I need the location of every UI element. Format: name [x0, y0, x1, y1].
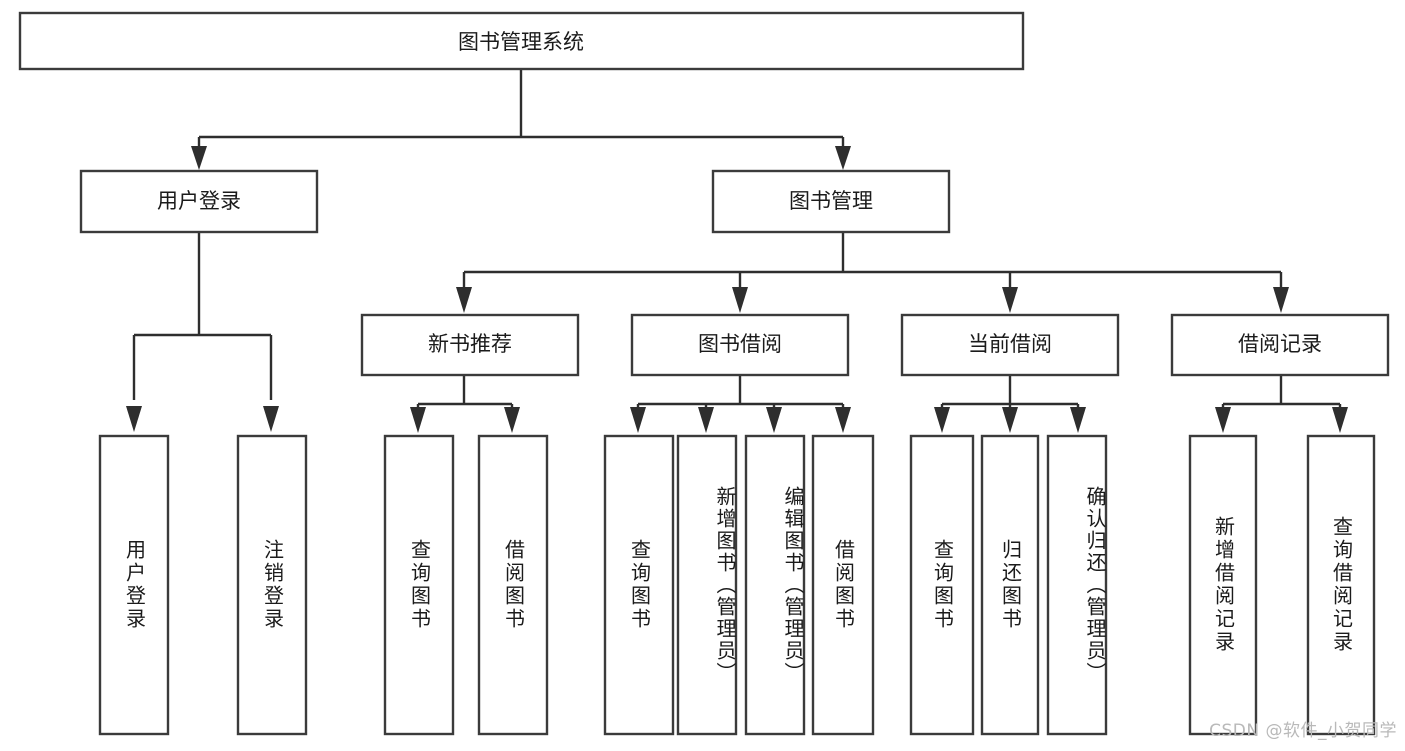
connector-borrow-record-to-leaves [1215, 376, 1348, 433]
node-book-manage-box[interactable] [711, 169, 951, 234]
leaf-user-logout-box[interactable] [236, 434, 308, 736]
leaf-borrow-book-2-box[interactable] [811, 434, 875, 736]
arrow-head-icon [934, 407, 950, 433]
arrow-head-icon [630, 407, 646, 433]
arrow-head-icon [698, 407, 714, 433]
arrow-head-icon [732, 287, 748, 313]
arrow-head-icon [191, 146, 207, 170]
node-user-login[interactable]: 用户登录 [79, 169, 319, 234]
arrow-head-icon [1002, 287, 1018, 313]
leaf-query-record-box[interactable] [1306, 434, 1376, 736]
node-root-label: 图书管理系统 [458, 30, 584, 54]
connector-book-manage-to-level3 [456, 233, 1289, 313]
node-new-book-recommend[interactable]: 新书推荐 [360, 313, 580, 377]
node-current-borrow-label: 当前借阅 [968, 332, 1052, 356]
arrow-head-icon [1332, 407, 1348, 433]
connector-user-login-to-leaves [126, 233, 279, 432]
node-current-borrow-box[interactable] [900, 313, 1120, 377]
arrow-head-icon [1215, 407, 1231, 433]
node-book-borrow-label: 图书借阅 [698, 332, 782, 356]
leaf-edit-book-box[interactable] [744, 434, 806, 736]
leaf-query-book-2-box[interactable] [603, 434, 675, 736]
connector-new-book-recommend-to-leaves [410, 376, 520, 433]
node-book-borrow-box[interactable] [630, 313, 850, 377]
node-root[interactable]: 图书管理系统 [18, 11, 1025, 71]
node-user-login-label: 用户登录 [157, 189, 241, 213]
arrow-head-icon [1070, 407, 1086, 433]
leaf-user-login-box[interactable] [98, 434, 170, 736]
node-book-manage-label: 图书管理 [789, 189, 873, 213]
arrow-head-icon [456, 287, 472, 313]
leaf-boxes [98, 434, 1376, 736]
arrow-head-icon [766, 407, 782, 433]
node-user-login-box[interactable] [79, 169, 319, 234]
node-new-book-recommend-label: 新书推荐 [428, 332, 512, 356]
node-borrow-record[interactable]: 借阅记录 [1170, 313, 1390, 377]
node-borrow-record-label: 借阅记录 [1238, 332, 1322, 356]
arrow-head-icon [835, 146, 851, 170]
arrow-head-icon [410, 407, 426, 433]
arrow-head-icon [1002, 407, 1018, 433]
leaf-add-book-box[interactable] [676, 434, 738, 736]
node-root-box[interactable] [18, 11, 1025, 71]
connector-book-borrow-to-leaves [630, 376, 851, 433]
arrow-head-icon [504, 407, 520, 433]
arrow-head-icon [263, 406, 279, 432]
arrow-head-icon [126, 406, 142, 432]
connector-current-borrow-to-leaves [934, 376, 1086, 433]
node-book-borrow[interactable]: 图书借阅 [630, 313, 850, 377]
arrow-head-icon [835, 407, 851, 433]
connector-root-to-level2 [191, 69, 851, 170]
leaf-query-book-3-box[interactable] [909, 434, 975, 736]
node-book-manage[interactable]: 图书管理 [711, 169, 951, 234]
leaf-confirm-return-box[interactable] [1046, 434, 1108, 736]
arrow-head-icon [1273, 287, 1289, 313]
node-new-book-recommend-box[interactable] [360, 313, 580, 377]
leaf-query-book-1-box[interactable] [383, 434, 455, 736]
node-current-borrow[interactable]: 当前借阅 [900, 313, 1120, 377]
csdn-watermark: CSDN @软件_小贺同学 [1209, 721, 1397, 741]
leaf-borrow-book-1-box[interactable] [477, 434, 549, 736]
leaf-add-record-box[interactable] [1188, 434, 1258, 736]
node-borrow-record-box[interactable] [1170, 313, 1390, 377]
leaf-return-book-box[interactable] [980, 434, 1040, 736]
